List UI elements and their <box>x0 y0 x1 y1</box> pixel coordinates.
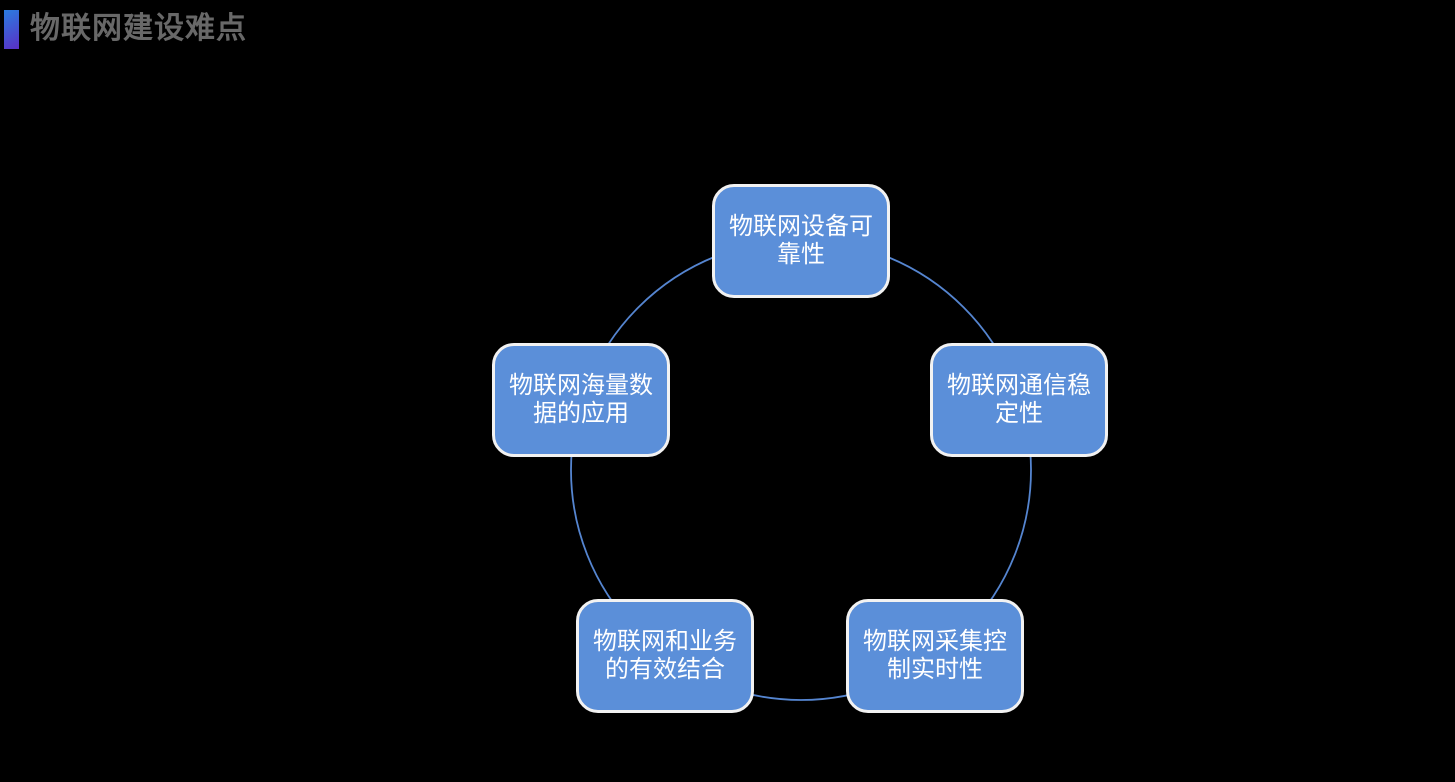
cycle-node-realtime-control: 物联网采集控制实时性 <box>846 599 1024 713</box>
cycle-node-label: 物联网和业务的有效结合 <box>593 627 737 683</box>
cycle-node-label: 物联网海量数据的应用 <box>509 371 653 427</box>
title-accent-bar <box>4 10 19 49</box>
cycle-node-device-reliability: 物联网设备可靠性 <box>712 184 890 298</box>
title-block: 物联网建设难点 <box>4 8 247 50</box>
page-title: 物联网建设难点 <box>30 12 247 45</box>
cycle-node-label: 物联网设备可靠性 <box>729 212 873 268</box>
cycle-node-label: 物联网通信稳定性 <box>947 371 1091 427</box>
cycle-node-business-integration: 物联网和业务的有效结合 <box>576 599 754 713</box>
cycle-node-mass-data-application: 物联网海量数据的应用 <box>492 343 670 457</box>
cycle-node-communication-stability: 物联网通信稳定性 <box>930 343 1108 457</box>
cycle-node-label: 物联网采集控制实时性 <box>863 627 1007 683</box>
